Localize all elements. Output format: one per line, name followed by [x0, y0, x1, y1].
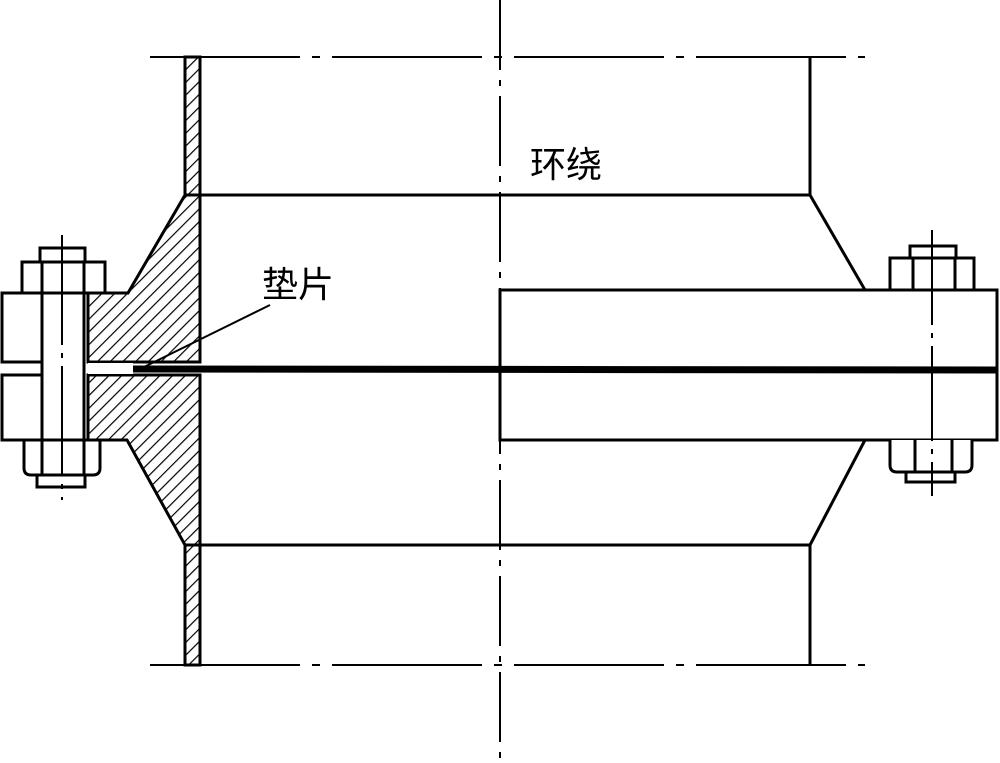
- left-nut-top: [20, 260, 107, 295]
- gasket-leader-line: [139, 304, 271, 370]
- left-washer-bottom: [0, 373, 44, 442]
- right-upper-outline: [200, 57, 812, 197]
- pipe-wall-top: [183, 55, 202, 197]
- pipe-wall-bottom: [183, 543, 202, 667]
- lower-flange-section: [86, 373, 202, 547]
- label-surround: 环绕: [530, 145, 603, 186]
- left-washer-top: [0, 291, 44, 364]
- label-gasket: 垫片: [262, 265, 335, 306]
- right-flange-body: [498, 288, 999, 442]
- right-bolt-end-bottom: [904, 470, 957, 484]
- right-lower-outline: [200, 543, 812, 665]
- gasket-line: [132, 365, 999, 374]
